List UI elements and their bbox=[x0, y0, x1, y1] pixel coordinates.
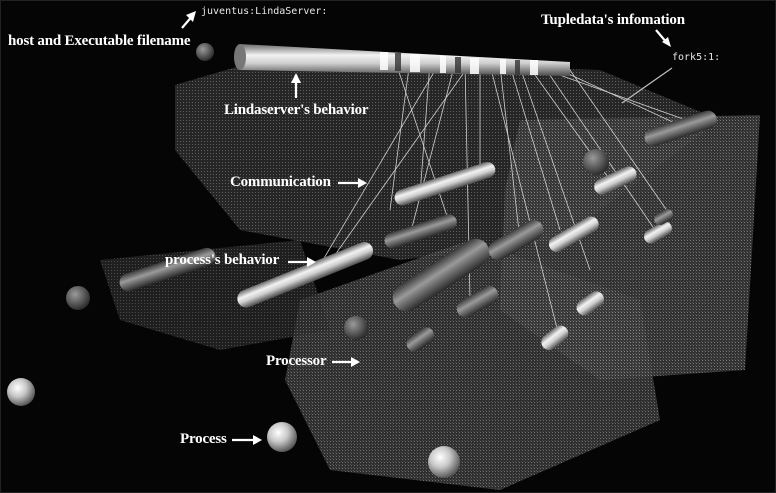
tuple-label: fork5:1: bbox=[672, 52, 721, 63]
process-cylinder bbox=[384, 214, 457, 249]
process-sphere bbox=[267, 422, 297, 452]
communication-links bbox=[319, 59, 701, 341]
process-cylinder bbox=[488, 220, 544, 260]
process-cylinder bbox=[644, 221, 672, 244]
communication-link bbox=[499, 65, 521, 241]
process-caption: Process bbox=[180, 431, 227, 447]
process-sphere bbox=[428, 446, 460, 478]
process-sphere bbox=[583, 149, 609, 175]
arrow-head bbox=[351, 357, 360, 367]
communication-link bbox=[409, 62, 456, 236]
tuple-caption: Tupledata's infomation bbox=[541, 12, 685, 28]
arrow-head bbox=[291, 73, 301, 83]
process-sphere bbox=[66, 286, 90, 310]
process-cylinder bbox=[654, 209, 674, 225]
process-cylinder bbox=[394, 162, 496, 206]
communication-link bbox=[319, 61, 441, 266]
process-behavior-caption: process's behavior bbox=[165, 252, 280, 268]
process-sphere bbox=[7, 378, 35, 406]
process-cylinders bbox=[119, 110, 717, 352]
communication-link bbox=[394, 59, 451, 226]
tuple-pointer-line bbox=[621, 67, 673, 104]
communication-link bbox=[544, 67, 656, 231]
arrow-head bbox=[253, 435, 262, 445]
process-cylinder bbox=[237, 242, 374, 308]
communication-link bbox=[509, 65, 561, 231]
annotation-arrows bbox=[181, 11, 671, 445]
communication-link bbox=[539, 67, 701, 126]
processor-caption: Processor bbox=[266, 353, 327, 369]
arrow-head bbox=[307, 257, 316, 267]
process-spheres bbox=[7, 149, 609, 478]
arrow-head bbox=[186, 11, 196, 22]
process-cylinder bbox=[456, 286, 499, 318]
process-cylinder bbox=[406, 327, 435, 352]
arrow-head bbox=[662, 37, 671, 47]
process-cylinder bbox=[541, 325, 569, 351]
process-cylinder bbox=[392, 238, 490, 312]
communication-link bbox=[569, 69, 671, 216]
server-caption: Lindaserver's behavior bbox=[224, 102, 369, 118]
host-label: juventus:LindaServer: bbox=[201, 6, 328, 17]
communication-link bbox=[489, 64, 561, 341]
arrow-head bbox=[358, 178, 367, 188]
process-cylinder bbox=[644, 110, 717, 147]
communication-link bbox=[389, 59, 411, 211]
communication-link bbox=[329, 63, 471, 263]
process-sphere bbox=[196, 43, 214, 61]
process-sphere bbox=[344, 316, 368, 340]
process-cylinder bbox=[119, 247, 216, 292]
communication-caption: Communication bbox=[230, 174, 331, 190]
communication-link bbox=[419, 61, 431, 196]
process-cylinder bbox=[594, 166, 637, 195]
host-caption: host and Executable filename bbox=[8, 33, 191, 49]
process-cylinder bbox=[548, 216, 599, 252]
communication-link bbox=[559, 69, 691, 131]
lindaserver-cylinder bbox=[234, 44, 570, 76]
process-cylinder bbox=[576, 291, 605, 316]
processor-plane bbox=[285, 240, 660, 490]
